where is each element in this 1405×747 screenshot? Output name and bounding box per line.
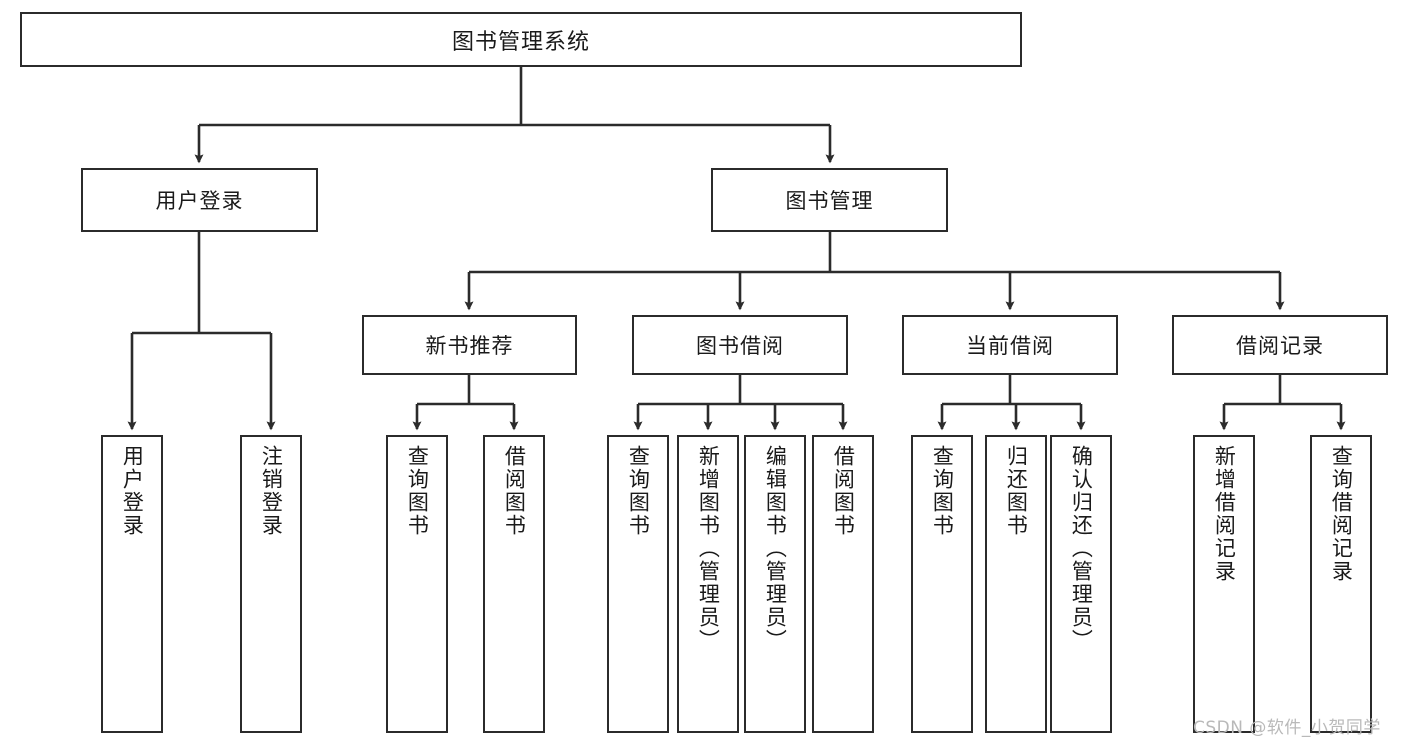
node-borrow-record[interactable]: 借阅记录	[1172, 315, 1388, 375]
node-label: 借阅记录	[1236, 334, 1324, 358]
node-book-manage[interactable]: 图书管理	[711, 168, 948, 232]
node-leaf-borrow-book[interactable]: 借阅图书	[812, 435, 874, 733]
node-label: 用户登录	[120, 445, 145, 537]
node-current-borrow[interactable]: 当前借阅	[902, 315, 1118, 375]
node-book-borrow[interactable]: 图书借阅	[632, 315, 848, 375]
node-leaf-query-borrow-record[interactable]: 查询借阅记录	[1310, 435, 1372, 733]
node-leaf-logout-login[interactable]: 注销登录	[240, 435, 302, 733]
node-label: 用户登录	[155, 189, 244, 213]
node-leaf-return-book[interactable]: 归还图书	[985, 435, 1047, 733]
node-leaf-cur-query-book[interactable]: 查询图书	[911, 435, 973, 733]
node-label: 查询图书	[405, 445, 430, 537]
node-label: 查询图书	[626, 445, 651, 537]
node-label: 新书推荐	[425, 334, 514, 358]
node-label: 确认归还（管理员）	[1069, 445, 1094, 652]
node-label: 图书管理系统	[451, 29, 590, 55]
csdn-watermark: CSDN @软件_小贺同学	[1193, 718, 1381, 738]
node-label: 图书借阅	[696, 334, 784, 358]
node-leaf-confirm-return-admin[interactable]: 确认归还（管理员）	[1050, 435, 1112, 733]
node-label: 注销登录	[259, 445, 284, 537]
node-leaf-borrow-query-book[interactable]: 查询图书	[607, 435, 669, 733]
node-label: 借阅图书	[831, 445, 856, 537]
node-label: 新增图书（管理员）	[696, 445, 721, 652]
node-label: 借阅图书	[502, 445, 527, 537]
node-user-login[interactable]: 用户登录	[81, 168, 318, 232]
node-label: 编辑图书（管理员）	[763, 445, 788, 652]
node-leaf-add-borrow-record[interactable]: 新增借阅记录	[1193, 435, 1255, 733]
node-leaf-user-login[interactable]: 用户登录	[101, 435, 163, 733]
node-leaf-add-book-admin[interactable]: 新增图书（管理员）	[677, 435, 739, 733]
node-label: 查询图书	[930, 445, 955, 537]
node-leaf-rec-borrow-book[interactable]: 借阅图书	[483, 435, 545, 733]
node-label: 归还图书	[1004, 445, 1029, 537]
node-leaf-rec-query-book[interactable]: 查询图书	[386, 435, 448, 733]
node-root-system[interactable]: 图书管理系统	[20, 12, 1022, 67]
node-label: 查询借阅记录	[1329, 445, 1354, 583]
node-label: 新增借阅记录	[1212, 445, 1237, 583]
node-leaf-edit-book-admin[interactable]: 编辑图书（管理员）	[744, 435, 806, 733]
node-new-book-recommend[interactable]: 新书推荐	[362, 315, 577, 375]
node-label: 当前借阅	[966, 334, 1054, 358]
node-label: 图书管理	[785, 189, 874, 213]
